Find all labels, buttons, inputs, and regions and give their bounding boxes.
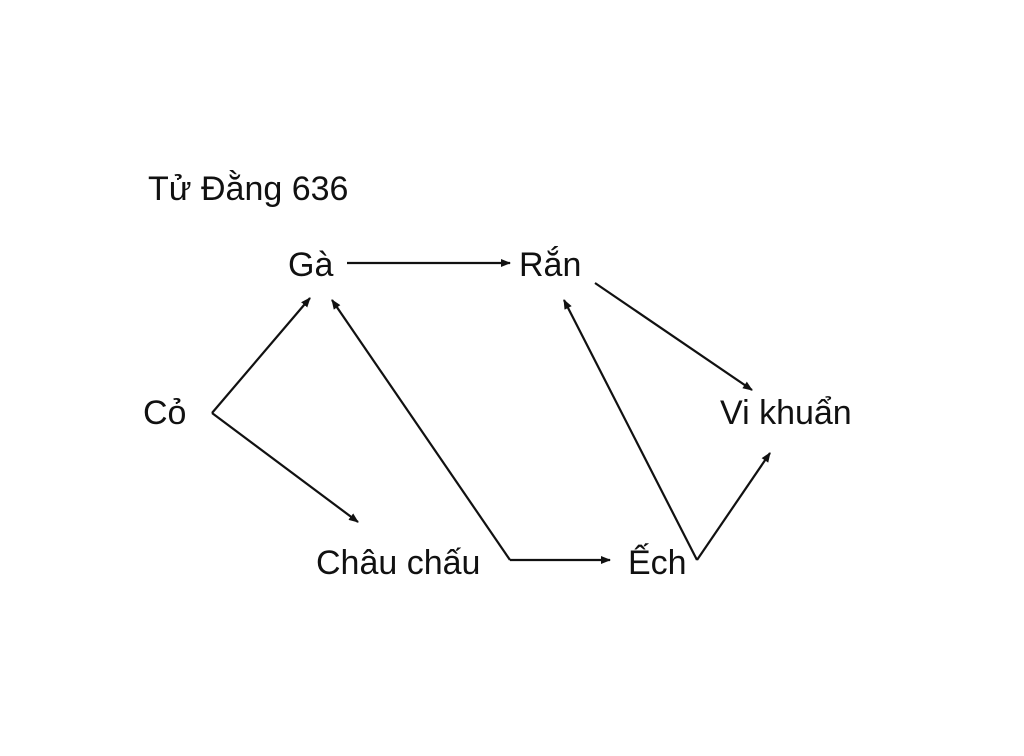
arrow-ran-to-vi-khuan [594, 282, 753, 391]
arrow-co-to-ga [211, 297, 311, 414]
arrow-co-to-chau-chau [211, 412, 359, 523]
arrow-ech-to-ran [563, 299, 698, 561]
author-caption: Tử Đằng 636 [148, 170, 349, 208]
node-ga: Gà [288, 246, 334, 284]
node-vi-khuan: Vi khuẩn [720, 394, 852, 432]
node-ran: Rắn [519, 246, 582, 284]
arrow-ech-to-vi-khuan [696, 452, 771, 561]
node-co: Cỏ [143, 394, 187, 432]
node-ech: Ếch [628, 544, 687, 582]
arrow-chau-chau-to-ga [331, 299, 511, 561]
node-chau-chau: Châu chấu [316, 544, 481, 582]
